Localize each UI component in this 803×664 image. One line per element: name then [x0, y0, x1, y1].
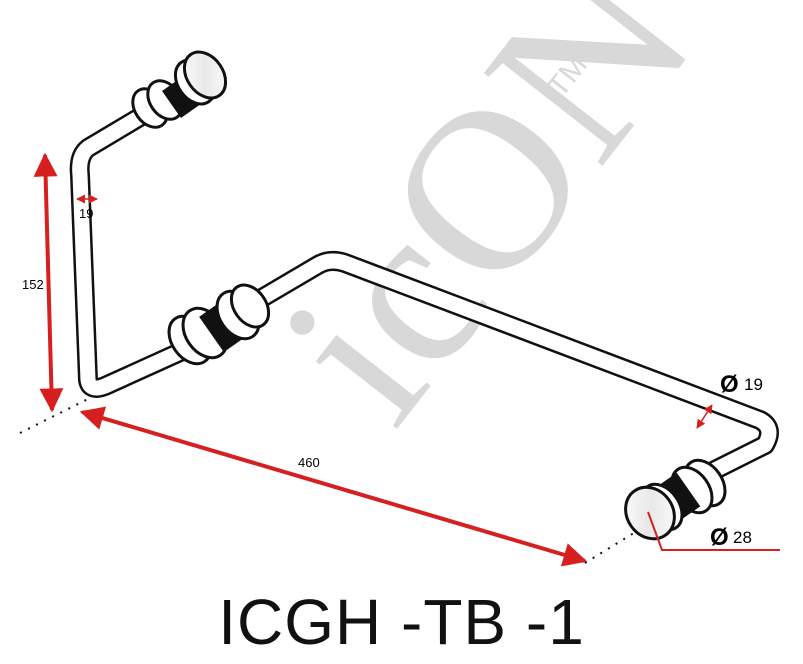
- length-dimension: 460: [79, 406, 588, 567]
- tube-diameter-dimension: Ø 19: [696, 371, 763, 429]
- tube-width-dimension: 19: [76, 194, 98, 221]
- height-dimension: 152: [22, 152, 64, 413]
- tube-diameter-symbol: Ø: [720, 371, 739, 398]
- tube-width-label: 19: [79, 206, 93, 221]
- mount-diameter-dimension: Ø 28: [647, 511, 780, 551]
- length-label: 460: [298, 455, 320, 470]
- middle-mount: [167, 283, 271, 366]
- top-mount: [131, 50, 228, 129]
- mount-diameter-symbol: Ø: [710, 524, 729, 551]
- tube-diameter-value: 19: [744, 375, 763, 394]
- product-code-title: ICGH -TB -1: [218, 586, 585, 658]
- bottom-mount: [624, 458, 727, 541]
- handle-tube: [69, 98, 779, 480]
- mount-diameter-value: 28: [733, 528, 752, 547]
- height-label: 152: [22, 277, 44, 292]
